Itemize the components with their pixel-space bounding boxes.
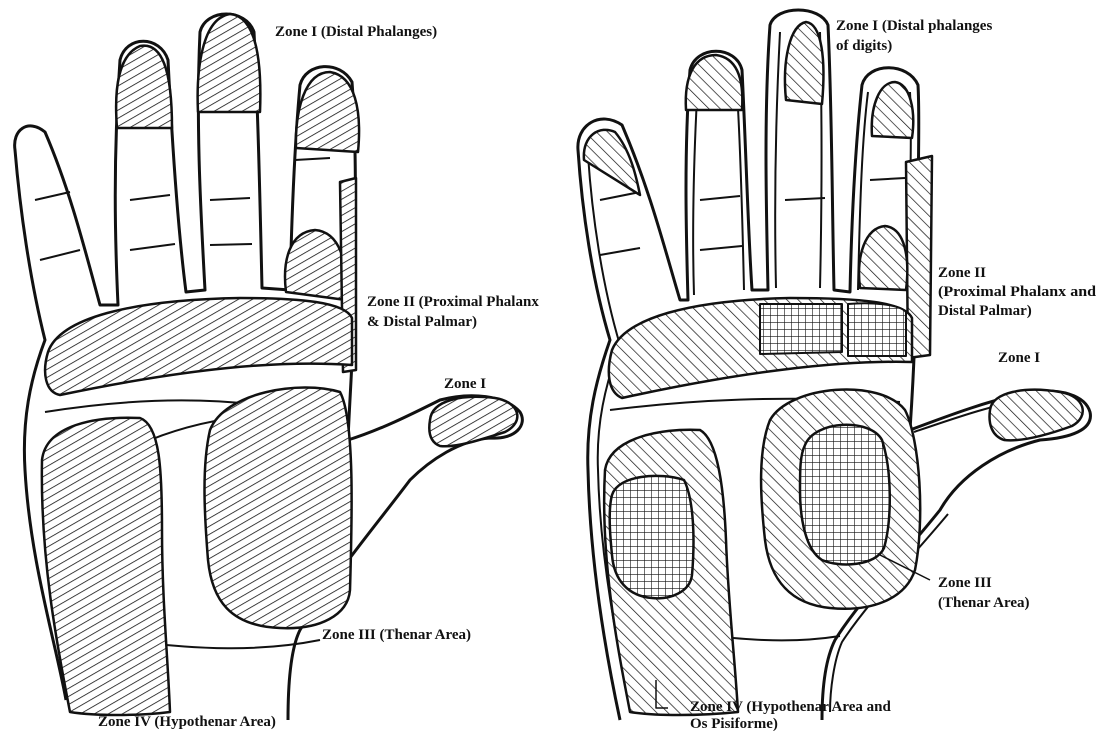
left-zone2-finger-segment: [285, 230, 346, 300]
left-zone2-label-line1: Zone II (Proximal Phalanx: [367, 294, 539, 310]
left-zone1-finger-middle: [198, 14, 261, 112]
right-zone1-label-line1: Zone I (Distal phalanges: [836, 18, 992, 34]
left-hand: [15, 14, 523, 720]
left-zone1-thumb-label: Zone I: [444, 376, 486, 392]
right-zone2-grid-right: [848, 303, 906, 356]
right-zone1-label-line2: of digits): [836, 38, 892, 54]
right-zone4-hypothenar-inner: [610, 476, 694, 598]
right-zone1-finger-ring: [872, 82, 913, 138]
left-zone1-fingers-label: Zone I (Distal Phalanges): [275, 24, 437, 40]
left-zone2-label-line2: & Distal Palmar): [367, 314, 477, 330]
right-zone1-thumb: [990, 390, 1083, 441]
right-zone2-finger-segment: [859, 226, 907, 290]
right-zone1-thumb-label: Zone I: [998, 350, 1040, 366]
right-zone2-grid-center: [760, 304, 842, 354]
left-zone4-label: Zone IV (Hypothenar Area): [98, 714, 276, 730]
left-zone4-hypothenar: [42, 418, 170, 715]
left-finger-crease: [35, 158, 330, 260]
right-zone1-finger-little: [584, 130, 640, 195]
right-zone3-label-line1: Zone III: [938, 575, 992, 591]
right-zone4-label-line2: Os Pisiforme): [690, 716, 778, 731]
right-zone2-label-line3: Distal Palmar): [938, 303, 1032, 319]
right-zone3-thenar-inner: [800, 425, 890, 565]
right-zone2-label-line2: (Proximal Phalanx and: [938, 284, 1097, 300]
left-zone2-palmar-band: [45, 298, 352, 395]
right-zone4-label-line1: Zone IV (Hypothenar Area and: [690, 699, 892, 715]
right-zone2-label-line1: Zone II: [938, 265, 986, 281]
left-zone3-thenar: [205, 388, 352, 629]
left-zone1-thumb: [429, 397, 517, 446]
left-zone3-label: Zone III (Thenar Area): [322, 627, 471, 643]
left-zone1-finger-index: [116, 46, 172, 128]
left-zone1-finger-ring: [296, 72, 359, 152]
right-zone3-label-line2: (Thenar Area): [938, 595, 1030, 611]
right-zone1-finger-middle: [785, 22, 823, 104]
